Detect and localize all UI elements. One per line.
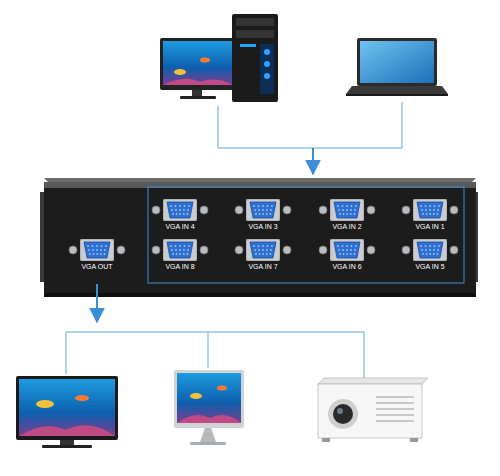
monitor (174, 370, 244, 445)
output-wires (66, 284, 364, 378)
vga-port: VGA IN 8 (161, 239, 199, 271)
laptop (346, 38, 448, 96)
vga-switch-housing (40, 178, 478, 297)
input-wires (218, 102, 402, 174)
vga-port: VGA IN 2 (328, 199, 366, 231)
port-label: VGA IN 4 (161, 223, 199, 231)
vga-port: VGA IN 7 (244, 239, 282, 271)
desktop-computer (160, 14, 278, 102)
vga-connector (246, 239, 280, 261)
port-label: VGA IN 1 (411, 223, 449, 231)
vga-port: VGA OUT (78, 239, 116, 271)
vga-port: VGA IN 6 (328, 239, 366, 271)
vga-connector (80, 239, 114, 261)
vga-connector (246, 199, 280, 221)
vga-connector (413, 199, 447, 221)
vga-connector (163, 199, 197, 221)
vga-port: VGA IN 4 (161, 199, 199, 231)
vga-port: VGA IN 5 (411, 239, 449, 271)
input-bracket (148, 187, 464, 283)
port-label: VGA OUT (78, 263, 116, 271)
port-label: VGA IN 5 (411, 263, 449, 271)
vga-connector (330, 239, 364, 261)
vga-port: VGA IN 3 (244, 199, 282, 231)
television (16, 376, 118, 448)
vga-connector (163, 239, 197, 261)
port-label: VGA IN 8 (161, 263, 199, 271)
projector (318, 378, 428, 442)
port-label: VGA IN 2 (328, 223, 366, 231)
vga-connector (413, 239, 447, 261)
port-label: VGA IN 3 (244, 223, 282, 231)
port-label: VGA IN 6 (328, 263, 366, 271)
vga-connector (330, 199, 364, 221)
port-label: VGA IN 7 (244, 263, 282, 271)
vga-port: VGA IN 1 (411, 199, 449, 231)
